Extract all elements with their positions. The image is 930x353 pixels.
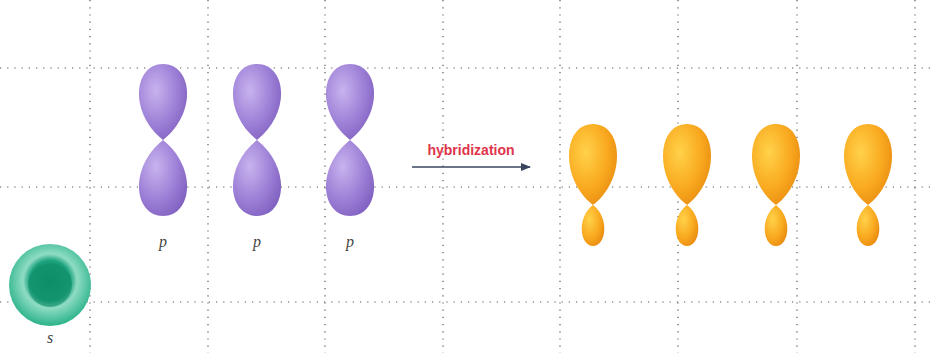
orbital-label: p xyxy=(253,233,261,251)
arrow-label: hybridization xyxy=(427,143,514,158)
p-orbitals xyxy=(139,64,374,216)
sp3-hybrid-orbitals xyxy=(569,124,892,246)
orbital-label: p xyxy=(159,233,167,251)
orbital-label: s xyxy=(47,329,53,347)
s-orbital xyxy=(9,244,91,326)
hybridization-arrow xyxy=(412,167,530,168)
orbital-label: p xyxy=(346,233,354,251)
